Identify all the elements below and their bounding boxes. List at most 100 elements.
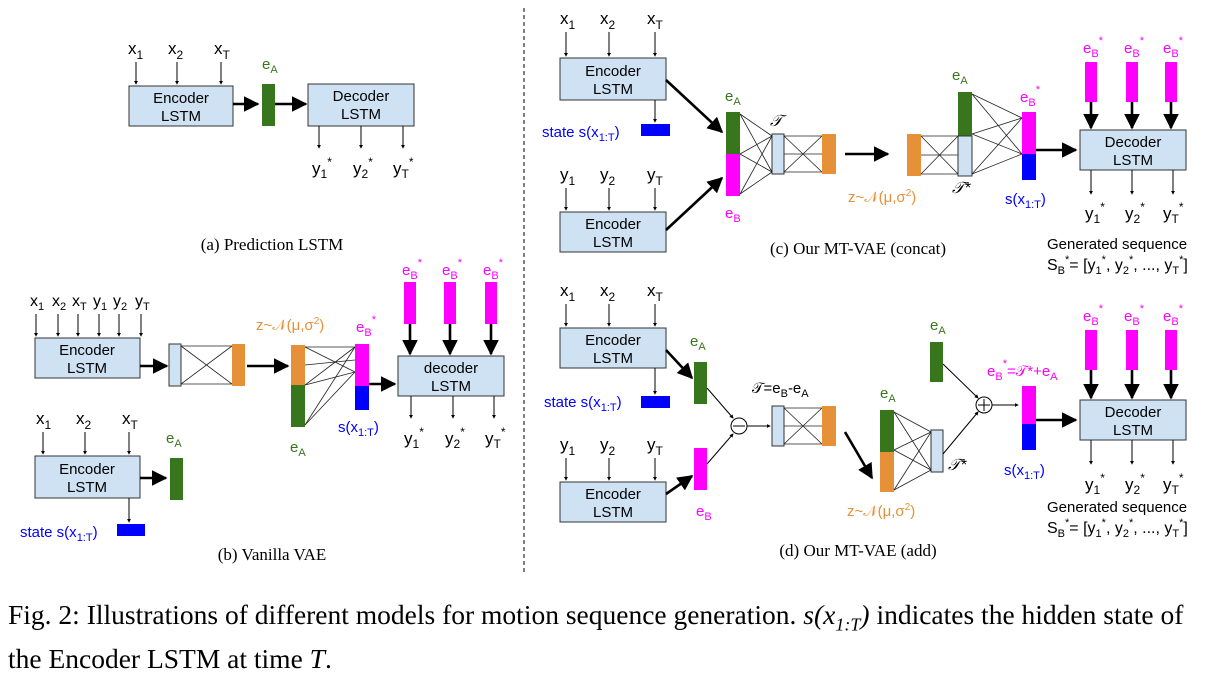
svg-text:eB*: eB* (402, 257, 423, 282)
c-encoder-box (559, 57, 667, 101)
svg-text:Encoder: Encoder (585, 63, 641, 80)
svg-text:z~𝒩(μ,σ2): z~𝒩(μ,σ2) (848, 188, 916, 206)
svg-text:LSTM: LSTM (1113, 422, 1153, 439)
figure-caption: Fig. 2: Illustrations of different model… (8, 599, 1184, 674)
svg-text:yT*: yT* (485, 425, 506, 451)
panel-d-label: (d) Our MT-VAE (add) (779, 541, 936, 560)
svg-text:Decoder: Decoder (1105, 404, 1162, 421)
svg-text:Encoder: Encoder (59, 342, 115, 359)
a-eA-label: eA (262, 56, 278, 76)
svg-text:LSTM: LSTM (67, 360, 107, 377)
svg-text:eB*: eB* (1124, 303, 1145, 328)
svg-text:LSTM: LSTM (1113, 152, 1153, 169)
svg-text:yT: yT (647, 435, 664, 458)
svg-text:eB*=𝒯*+eA: eB*=𝒯*+eA (987, 358, 1058, 383)
svg-text:z~𝒩(μ,σ2): z~𝒩(μ,σ2) (256, 316, 324, 334)
svg-text:yT*: yT* (1163, 471, 1184, 497)
a-eA-bar (262, 84, 275, 126)
c-decoder-box (1079, 129, 1187, 171)
svg-text:s(x1:T): s(x1:T) (338, 419, 379, 439)
panel-b: x1 x2 xT y1 y2 yT Encoder LSTM z~𝒩(μ,σ2)… (20, 257, 506, 564)
svg-text:eB*: eB* (356, 314, 377, 339)
svg-text:Decoder: Decoder (333, 88, 390, 105)
a-x1: x1 (128, 39, 144, 62)
b-decoder-box (397, 355, 505, 397)
svg-text:y2: y2 (600, 165, 616, 188)
svg-text:x1: x1 (36, 409, 52, 432)
panel-b-label: (b) Vanilla VAE (218, 545, 327, 564)
svg-text:yT*: yT* (393, 155, 414, 181)
motion-model-diagram: x1 x2 xT Encoder LSTM eA Decoder LSTM y1… (20, 8, 1188, 572)
svg-text:x1: x1 (560, 281, 576, 304)
svg-text:s(x1:T): s(x1:T) (1004, 462, 1045, 482)
svg-text:LSTM: LSTM (593, 350, 633, 367)
svg-text:state s(x1:T): state s(x1:T) (542, 124, 620, 144)
svg-text:Encoder: Encoder (585, 216, 641, 233)
svg-text:eB*: eB* (1083, 303, 1104, 328)
svg-text:state s(x1:T): state s(x1:T) (20, 524, 98, 544)
svg-text:y1*: y1* (312, 155, 332, 181)
svg-text:eA: eA (290, 439, 306, 459)
svg-text:y1*: y1* (1085, 200, 1105, 226)
svg-text:x2: x2 (76, 409, 92, 432)
panel-a: x1 x2 xT Encoder LSTM eA Decoder LSTM y1… (128, 39, 415, 254)
svg-text:x2: x2 (600, 9, 616, 32)
svg-text:eA: eA (952, 67, 968, 87)
svg-text:y2: y2 (113, 293, 127, 313)
svg-text:Encoder: Encoder (59, 461, 115, 478)
svg-text:LSTM: LSTM (593, 504, 633, 521)
svg-text:Encoder: Encoder (153, 90, 209, 107)
svg-text:SB*= [y1*, y2*, ..., yT*]: SB*= [y1*, y2*, ..., yT*] (1047, 254, 1188, 277)
svg-text:eB: eB (725, 205, 741, 225)
a-decoder-box (307, 83, 415, 127)
svg-text:Generated sequence: Generated sequence (1047, 236, 1187, 253)
svg-text:eB*: eB* (442, 257, 463, 282)
svg-text:y2*: y2* (445, 425, 465, 451)
svg-text:LSTM: LSTM (593, 234, 633, 251)
svg-text:yT*: yT* (1163, 200, 1184, 226)
svg-text:Decoder: Decoder (1105, 134, 1162, 151)
svg-text:s(x1:T): s(x1:T) (1005, 191, 1046, 211)
svg-text:y2*: y2* (1125, 471, 1145, 497)
svg-text:eB*: eB* (1163, 303, 1184, 328)
svg-text:𝒯*: 𝒯* (952, 180, 971, 197)
svg-text:z~𝒩(μ,σ2): z~𝒩(μ,σ2) (847, 502, 915, 520)
svg-text:eB*: eB* (1083, 35, 1104, 60)
svg-text:𝒯=eB-eA: 𝒯=eB-eA (752, 380, 809, 400)
svg-text:eA: eA (166, 430, 182, 450)
svg-text:LSTM: LSTM (161, 108, 201, 125)
d-decoder-box (1079, 399, 1187, 441)
b-encoder2-box (34, 455, 141, 499)
svg-text:LSTM: LSTM (341, 106, 381, 123)
svg-text:eA: eA (880, 385, 896, 405)
a-x2: x2 (168, 39, 184, 62)
svg-text:x1: x1 (30, 293, 44, 313)
svg-text:xT: xT (647, 9, 664, 32)
svg-text:y1: y1 (560, 435, 576, 458)
svg-text:eB*: eB* (1163, 35, 1184, 60)
svg-text:y2*: y2* (1125, 200, 1145, 226)
svg-text:eB*: eB* (483, 257, 504, 282)
svg-text:𝒯*: 𝒯* (948, 457, 967, 474)
svg-text:yT: yT (647, 165, 664, 188)
svg-text:𝒯: 𝒯 (770, 113, 787, 130)
svg-text:y2: y2 (600, 435, 616, 458)
svg-text:decoder: decoder (424, 360, 478, 377)
svg-text:y1*: y1* (1085, 471, 1105, 497)
svg-text:xT: xT (647, 281, 664, 304)
svg-text:SB*= [y1*, y2*, ..., yT*]: SB*= [y1*, y2*, ..., yT*] (1047, 517, 1188, 540)
svg-text:y1*: y1* (404, 425, 424, 451)
svg-text:Generated sequence: Generated sequence (1047, 499, 1187, 516)
svg-text:eB*: eB* (1124, 35, 1145, 60)
panel-c-label: (c) Our MT-VAE (concat) (770, 239, 946, 258)
panel-a-label: (a) Prediction LSTM (201, 235, 344, 254)
panel-d: x1 x2 xT Encoder LSTM state s(x1:T) eA y… (544, 281, 1188, 560)
panel-c: x1 x2 xT Encoder LSTM state s(x1:T) y1 y… (542, 9, 1188, 277)
svg-text:state s(x1:T): state s(x1:T) (544, 394, 622, 414)
svg-text:LSTM: LSTM (67, 479, 107, 496)
b-encoder-box (34, 337, 141, 379)
svg-text:LSTM: LSTM (593, 81, 633, 98)
svg-text:eA: eA (725, 88, 741, 108)
svg-text:xT: xT (72, 293, 87, 313)
svg-text:eA: eA (930, 317, 946, 337)
